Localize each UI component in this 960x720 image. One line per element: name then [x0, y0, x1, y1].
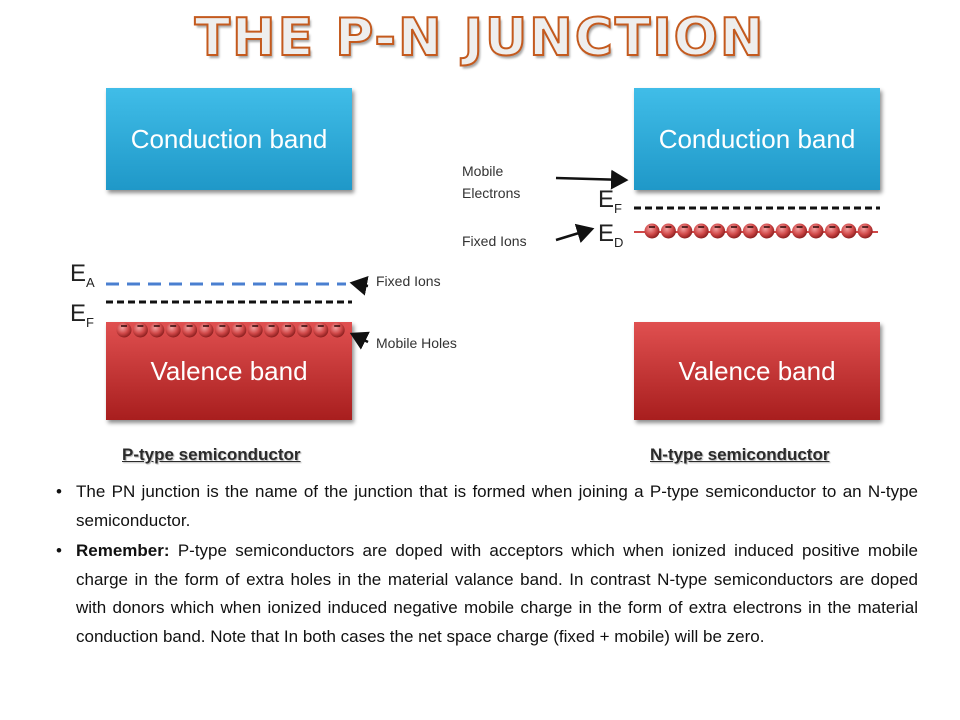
charge-ball [677, 223, 693, 239]
arrow-icon [555, 169, 629, 190]
n-mobile-electrons-label: Mobile Electrons [462, 163, 521, 201]
charge-ball [841, 223, 857, 239]
charge-ball [693, 223, 709, 239]
n-type-caption: N-type semiconductor [650, 445, 830, 464]
slide-title: The P-N Junction [194, 7, 766, 69]
charge-ball [792, 223, 808, 239]
n-valence-band: Valence band [634, 322, 880, 420]
p-valence-band: Valence band [106, 322, 352, 420]
n-conduction-band-label: Conduction band [658, 123, 856, 154]
p-acceptor-level-label: EA [70, 260, 95, 290]
n-valence-band-label: Valence band [678, 355, 836, 386]
p-conduction-band: Conduction band [106, 88, 352, 190]
bullet-list: The PN junction is the name of the junct… [56, 478, 918, 653]
p-valence-band-label: Valence band [150, 355, 308, 386]
n-donor-level-label: ED [598, 220, 624, 250]
bullet-item: Remember: P-type semiconductors are dope… [56, 537, 918, 651]
p-mobile-holes-label: Mobile Holes [376, 335, 457, 351]
arrow-icon [349, 331, 370, 350]
arrow-icon [349, 275, 369, 296]
charge-ball [644, 223, 660, 239]
p-fixed-ions-label: Fixed Ions [376, 273, 441, 289]
p-fermi-level-label: EF [70, 300, 94, 330]
n-conduction-band: Conduction band [634, 88, 880, 190]
charge-ball [742, 223, 758, 239]
charge-ball [775, 223, 791, 239]
charge-ball [808, 223, 824, 239]
charge-ball [710, 223, 726, 239]
charge-ball [759, 223, 775, 239]
charge-ball [857, 223, 873, 239]
n-fixed-ions-label: Fixed Ions [462, 233, 527, 249]
charge-ball [824, 223, 840, 239]
n-fermi-level-label: EF [598, 186, 622, 216]
p-conduction-band-label: Conduction band [130, 123, 328, 154]
bullet-item: The PN junction is the name of the junct… [56, 478, 918, 535]
charge-ball [660, 223, 676, 239]
arrow-icon [555, 223, 595, 243]
p-type-caption: P-type semiconductor [122, 445, 301, 464]
charge-ball [726, 223, 742, 239]
n-mobile-electrons-row [644, 223, 873, 239]
